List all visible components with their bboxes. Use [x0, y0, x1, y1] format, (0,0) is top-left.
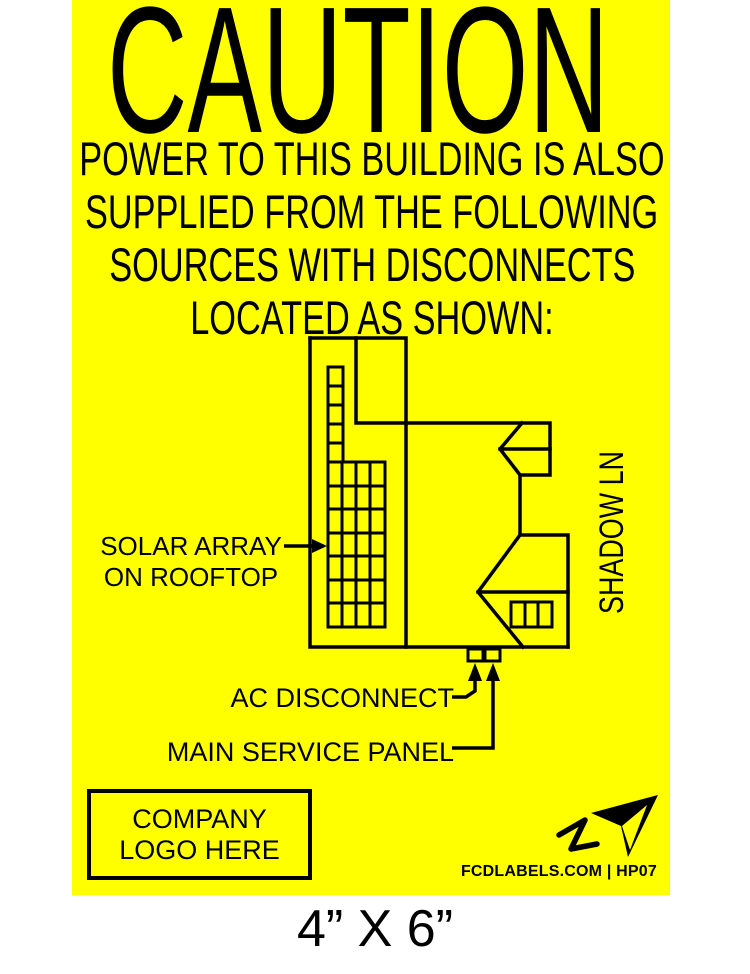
solar-array-label-line2: ON ROOFTOP [104, 562, 278, 592]
solar-array-grid [326, 365, 387, 629]
logo-placeholder-line: COMPANY [132, 803, 267, 834]
warning-text-line: POWER TO THIS BUILDING IS ALSO [79, 132, 665, 185]
warning-text-line: SOURCES WITH DISCONNECTS [108, 238, 636, 291]
company-logo-placeholder: COMPANY LOGO HERE [87, 789, 312, 880]
solar-array-label: SOLAR ARRAY [100, 531, 282, 561]
caution-label: CAUTION POWER TO THIS BUILDING IS ALSO S… [72, 0, 670, 895]
disconnect-boxes [466, 647, 502, 663]
logo-placeholder-line: LOGO HERE [119, 834, 280, 865]
building-outline [308, 336, 570, 650]
house-window [509, 600, 554, 629]
main-service-panel-arrow [452, 663, 500, 750]
size-caption: 4” X 6” [296, 900, 454, 958]
solar-array-arrow [284, 539, 327, 553]
ac-disconnect-label: AC DISCONNECT [230, 683, 454, 713]
brand-footer: FCDLABELS.COM | HP07 [460, 863, 657, 880]
main-service-panel-label: MAIN SERVICE PANEL [167, 737, 454, 767]
warning-text-line: LOCATED AS SHOWN: [190, 291, 554, 344]
north-arrow-icon [556, 795, 658, 857]
ac-disconnect-arrow [452, 663, 482, 699]
street-name-label: SHADOW LN [593, 451, 631, 614]
caution-heading: CAUTION [106, 0, 610, 171]
warning-text-line: SUPPLIED FROM THE FOLLOWING [85, 185, 659, 238]
